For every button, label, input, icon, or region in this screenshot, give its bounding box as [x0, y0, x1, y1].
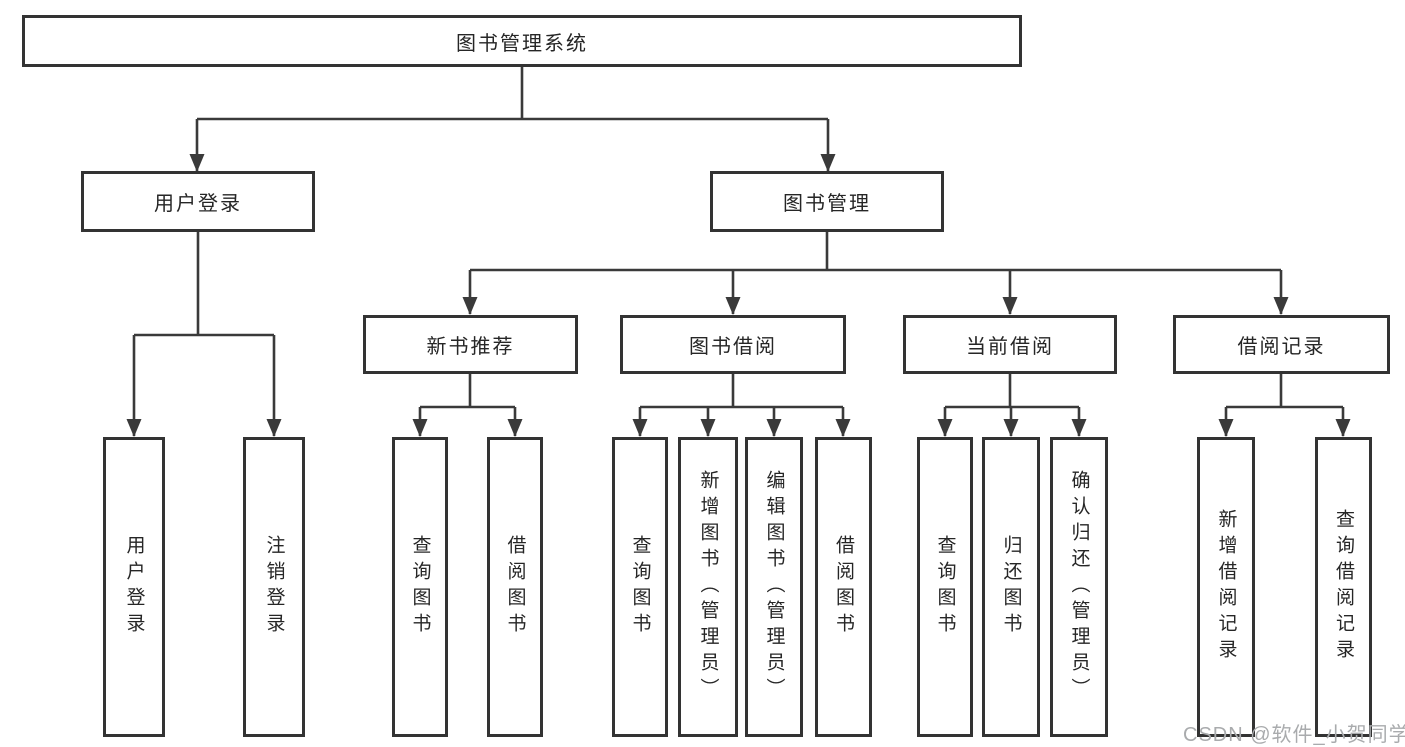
- leaf-query-books-borrowing: 查询图书: [612, 437, 668, 737]
- leaf-query-borrow-record-label: 查询借阅记录: [1333, 509, 1354, 665]
- leaf-query-books-current-label: 查询图书: [934, 535, 956, 639]
- csdn-watermark: CSDN @软件_小贺同学: [1183, 724, 1405, 746]
- leaf-add-borrow-record: 新增借阅记录: [1197, 437, 1255, 737]
- node-current-borrowing-label: 当前借阅: [966, 336, 1054, 358]
- node-user-login-label: 用户登录: [154, 193, 242, 215]
- node-borrowing-records-label: 借阅记录: [1237, 336, 1326, 358]
- leaf-logout-label: 注销登录: [263, 535, 285, 639]
- leaf-query-books-recommend-label: 查询图书: [409, 535, 431, 639]
- leaf-edit-books-admin-label: 编辑图书（管理员）: [763, 470, 785, 704]
- leaf-borrow-books-borrowing: 借阅图书: [815, 437, 872, 737]
- node-borrowing-records: 借阅记录: [1173, 315, 1390, 374]
- leaf-edit-books-admin: 编辑图书（管理员）: [745, 437, 803, 737]
- leaf-user-login-label: 用户登录: [123, 535, 145, 639]
- leaf-confirm-return-admin-label: 确认归还（管理员）: [1068, 470, 1090, 704]
- node-book-borrowing: 图书借阅: [620, 315, 846, 374]
- leaf-user-login: 用户登录: [103, 437, 165, 737]
- leaf-logout: 注销登录: [243, 437, 305, 737]
- leaf-query-books-current: 查询图书: [917, 437, 973, 737]
- node-new-book-recommend: 新书推荐: [363, 315, 578, 374]
- node-library-system-label: 图书管理系统: [456, 32, 588, 55]
- leaf-borrow-books-borrowing-label: 借阅图书: [833, 535, 854, 639]
- leaf-confirm-return-admin: 确认归还（管理员）: [1050, 437, 1108, 737]
- leaf-add-books-admin-label: 新增图书（管理员）: [697, 470, 719, 704]
- leaf-return-books: 归还图书: [982, 437, 1040, 737]
- leaf-borrow-books-recommend-label: 借阅图书: [504, 535, 526, 639]
- node-book-borrowing-label: 图书借阅: [689, 336, 777, 358]
- leaf-add-borrow-record-label: 新增借阅记录: [1215, 509, 1237, 665]
- leaf-borrow-books-recommend: 借阅图书: [487, 437, 543, 737]
- leaf-return-books-label: 归还图书: [1000, 535, 1022, 639]
- node-book-management-label: 图书管理: [783, 193, 871, 215]
- node-book-management: 图书管理: [710, 171, 944, 232]
- leaf-query-books-borrowing-label: 查询图书: [629, 535, 651, 639]
- leaf-add-books-admin: 新增图书（管理员）: [678, 437, 738, 737]
- leaf-query-books-recommend: 查询图书: [392, 437, 448, 737]
- node-new-book-recommend-label: 新书推荐: [426, 336, 515, 358]
- node-current-borrowing: 当前借阅: [903, 315, 1117, 374]
- node-library-system: 图书管理系统: [22, 15, 1022, 67]
- node-user-login: 用户登录: [81, 171, 315, 232]
- leaf-query-borrow-record: 查询借阅记录: [1315, 437, 1372, 737]
